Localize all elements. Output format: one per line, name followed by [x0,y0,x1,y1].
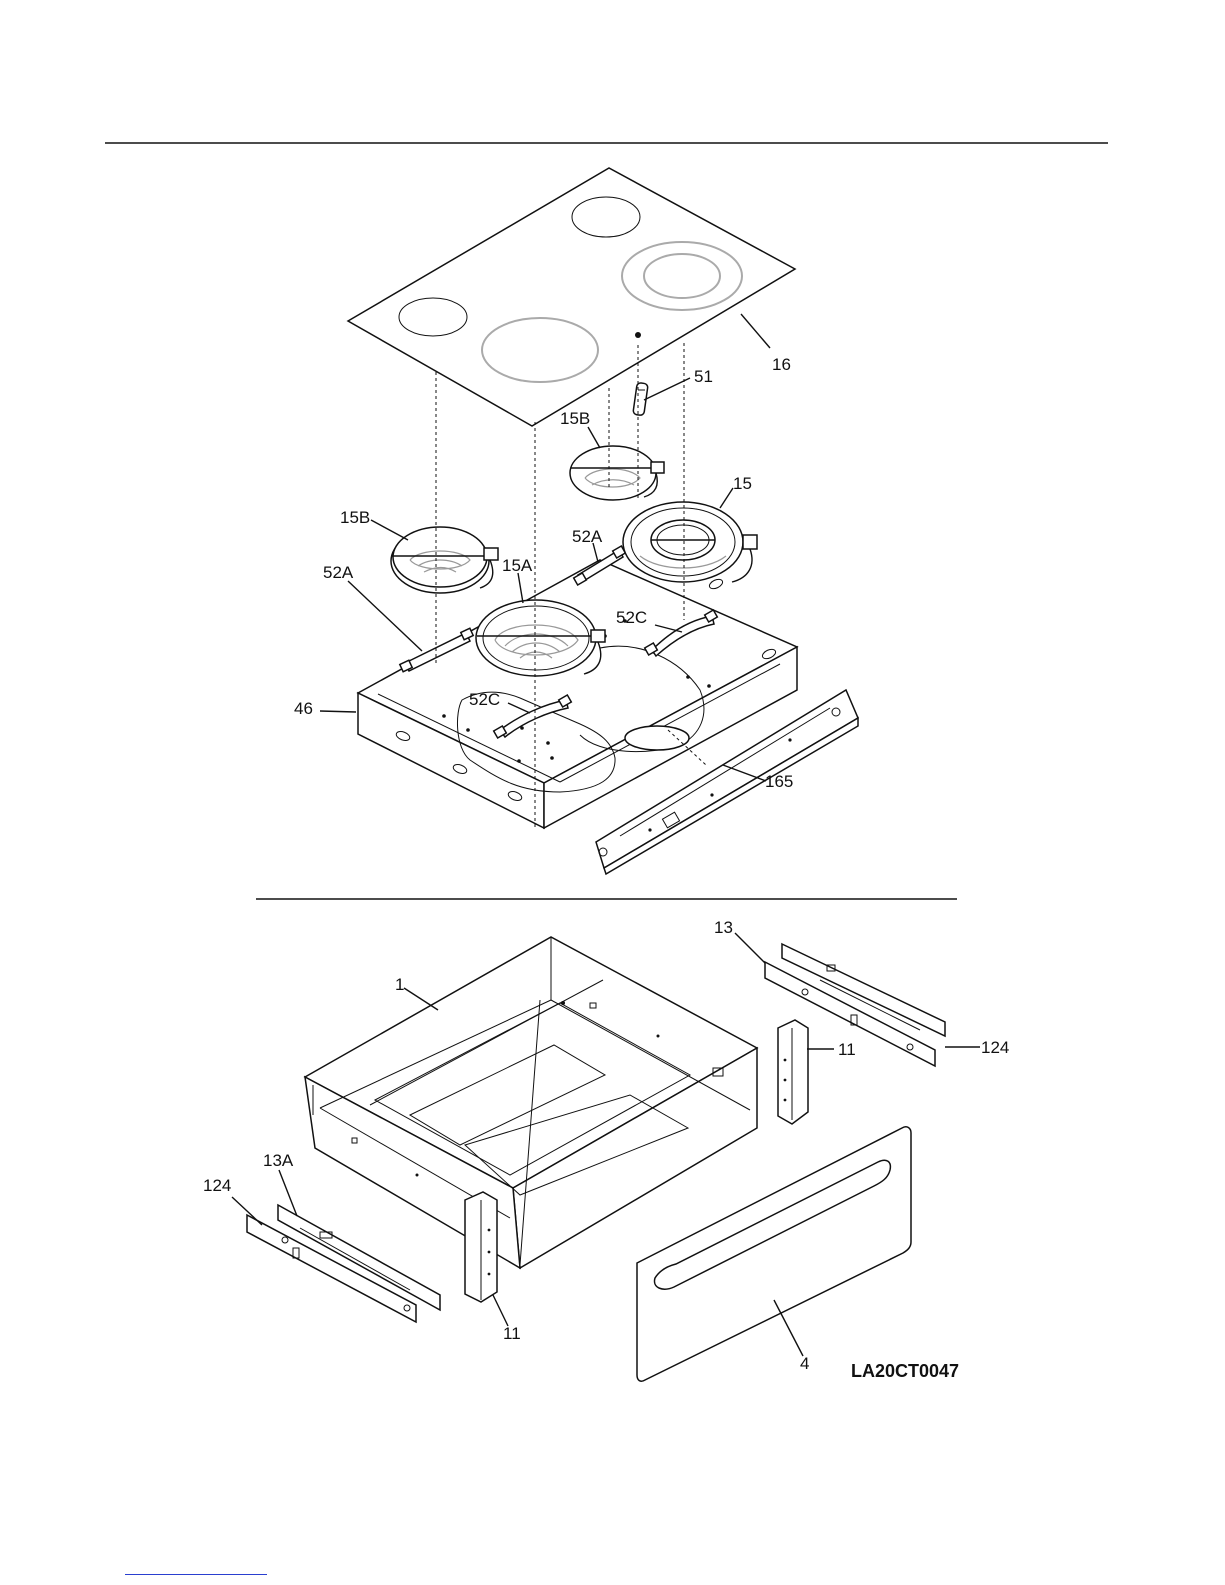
diagram-code: LA20CT0047 [851,1361,959,1381]
part-15-dual-element [623,502,757,582]
part-11-right-bracket [778,1020,808,1124]
label-51: 51 [694,367,713,386]
cooktop-assembly: 16 51 15B 15 15B 52A 15A 52A 52C 46 52C … [294,168,858,874]
label-15A: 15A [502,556,533,575]
label-16: 16 [772,355,791,374]
part-15B-top-element [570,446,664,500]
label-52C-left: 52C [469,690,500,709]
label-165: 165 [765,772,793,791]
part-16-glass-top [348,168,795,426]
label-15B-top: 15B [560,409,590,428]
label-15B-left: 15B [340,508,370,527]
part-1-drawer-body [305,937,757,1268]
label-1: 1 [395,975,404,994]
label-11-bottom: 11 [503,1324,521,1343]
label-13: 13 [714,918,733,937]
label-46: 46 [294,699,313,718]
part-13A-left-slide [247,1205,440,1322]
label-15: 15 [733,474,752,493]
drawer-assembly: 13 1 11 124 13A 124 11 4 LA20CT0047 [203,918,1009,1381]
label-124-right: 124 [981,1038,1009,1057]
label-52A-top: 52A [572,527,603,546]
label-52A-left: 52A [323,563,354,582]
part-15B-left-element [391,527,498,593]
label-124-left: 124 [203,1176,231,1195]
label-13A: 13A [263,1151,294,1170]
label-4: 4 [800,1354,809,1373]
label-52C-right: 52C [616,608,647,627]
bottom-link-underline [125,1574,267,1575]
part-11-left-bracket [465,1192,497,1302]
label-11-right: 11 [838,1040,856,1059]
